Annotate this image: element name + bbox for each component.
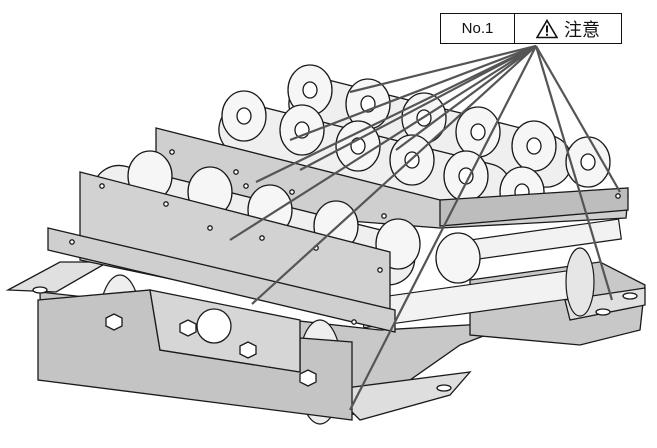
warning-text: 注意 xyxy=(564,19,600,40)
label-warning: 注意 xyxy=(515,14,621,43)
warning-triangle-icon xyxy=(536,18,558,39)
mounting-bracket xyxy=(37,289,353,421)
callout-lines xyxy=(229,44,621,411)
warning-label: No.1 注意 xyxy=(440,13,622,44)
side-frame-front xyxy=(47,171,396,333)
label-number: No.1 xyxy=(441,14,515,43)
